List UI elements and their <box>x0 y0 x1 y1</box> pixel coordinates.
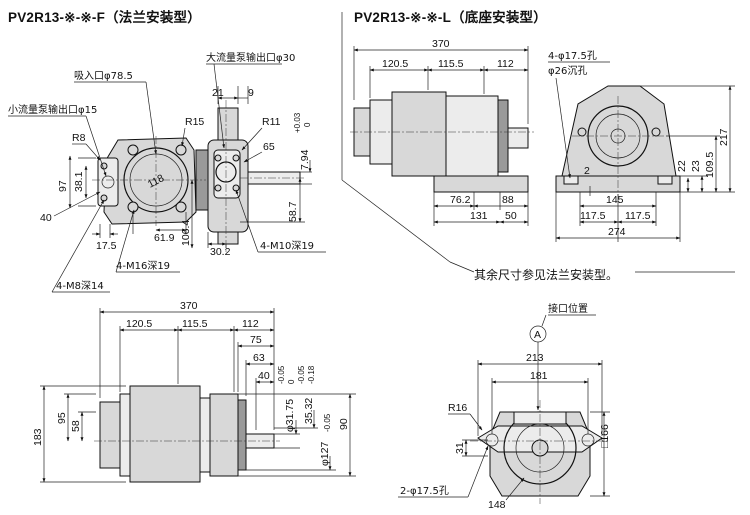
dim-key-tol-a: -0.05 <box>297 365 306 384</box>
dim-tol-zero: 0 <box>303 122 312 127</box>
flange-end-annotations: A 接口位置 213 181 R16 31 □166 2-φ17.5孔 148 <box>398 302 611 511</box>
dim-17-5: 17.5 <box>96 240 117 252</box>
dim-148: 148 <box>488 499 506 511</box>
dim-21: 21 <box>212 87 224 99</box>
dim-40: 40 <box>40 212 52 224</box>
title-base-mount: PV2R13-※-※-L（底座安装型） <box>354 10 547 25</box>
dim-shaft-tol-b: 0 <box>287 379 296 384</box>
label-m10: 4-M10深19 <box>260 240 314 252</box>
label-port-position: 接口位置 <box>548 302 588 315</box>
label-port-letter: A <box>534 329 541 341</box>
dim-r15: R15 <box>185 116 204 128</box>
dim-2: 2 <box>584 165 590 177</box>
dim-120-5-flange: 120.5 <box>126 318 152 330</box>
dim-61-9: 61.9 <box>154 232 175 244</box>
dim-38-1: 38.1 <box>73 171 85 192</box>
dim-75: 75 <box>250 334 262 346</box>
dim-tol-plus: +0.03 <box>293 112 302 133</box>
label-end-holes: 2-φ17.5孔 <box>400 485 449 497</box>
dim-9: 9 <box>248 87 254 99</box>
flange-side-view <box>94 385 280 483</box>
dim-spigot-tol: -0.05 <box>323 413 332 432</box>
title-flange-mount: PV2R13-※-※-F（法兰安装型） <box>8 10 201 25</box>
dim-50: 50 <box>505 210 517 222</box>
dim-370-base: 370 <box>432 38 450 50</box>
base-front-annotations: 4-φ17.5孔 φ26沉孔 145 117.5 117.5 274 2 217… <box>548 50 735 242</box>
base-side-view <box>350 91 534 193</box>
dim-145: 145 <box>606 194 624 206</box>
dim-key: 35.32 <box>303 398 315 424</box>
dim-115-5-base: 115.5 <box>438 58 464 70</box>
flange-end-view <box>470 400 610 504</box>
dim-106-4: 106.4 <box>180 220 192 246</box>
dim-166-square: □166 <box>599 424 611 448</box>
dim-183: 183 <box>32 428 44 446</box>
dim-95: 95 <box>56 412 68 424</box>
base-front-view <box>555 85 681 196</box>
dim-shaft-tol-a: -0.05 <box>277 365 286 384</box>
label-m8: 4-M8深14 <box>56 280 104 292</box>
base-side-annotations: 370 120.5 115.5 112 76.2 88 131 50 <box>353 38 529 226</box>
dim-370-flange: 370 <box>180 300 198 312</box>
dim-112-flange: 112 <box>242 318 259 330</box>
label-small-outlet: 小流量泵输出口φ15 <box>8 103 97 116</box>
dim-spigot-dia: φ127 <box>319 442 331 466</box>
dim-58: 58 <box>70 420 82 432</box>
dim-181: 181 <box>530 370 548 382</box>
label-inlet: 吸入口φ78.5 <box>74 71 133 82</box>
dim-90: 90 <box>338 418 350 430</box>
label-base-holes: 4-φ17.5孔 <box>548 50 597 62</box>
dim-r16: R16 <box>448 402 467 414</box>
dim-109-5: 109.5 <box>704 152 716 178</box>
dim-117-5-right: 117.5 <box>625 210 651 222</box>
separator-lines <box>341 12 735 273</box>
dim-88: 88 <box>502 194 514 206</box>
dim-112-base: 112 <box>497 58 514 70</box>
dim-115-5-flange: 115.5 <box>182 318 208 330</box>
dim-120-5-base: 120.5 <box>382 58 408 70</box>
label-big-outlet: 大流量泵输出口φ30 <box>206 51 295 64</box>
dim-31: 31 <box>454 442 466 454</box>
note-other-dimensions: 其余尺寸参见法兰安装型。 <box>474 268 619 282</box>
dim-58-7: 58.7 <box>287 201 299 222</box>
dim-131: 131 <box>470 210 488 222</box>
dim-63: 63 <box>253 352 265 364</box>
dim-65: 65 <box>263 141 275 153</box>
dim-30-2: 30.2 <box>210 246 231 258</box>
label-counterbore: φ26沉孔 <box>548 64 587 77</box>
dim-7-94: 7.94 <box>299 149 311 170</box>
dim-217: 217 <box>718 128 730 146</box>
dim-key-tol-b: -0.18 <box>307 365 316 384</box>
dim-274: 274 <box>608 226 626 238</box>
dim-23: 23 <box>690 160 702 172</box>
dim-40-flange: 40 <box>258 370 270 382</box>
flange-side-annotations: 370 120.5 115.5 112 75 63 40 183 95 58 9… <box>32 300 356 483</box>
dim-r11: R11 <box>262 116 281 128</box>
flange-front-annotations: 大流量泵输出口φ30 吸入口φ78.5 小流量泵输出口φ15 R8 R15 R1… <box>8 51 326 293</box>
dim-22: 22 <box>676 160 688 172</box>
dim-shaft-dia: φ31.75 <box>284 399 296 432</box>
flange-front-view <box>92 100 306 252</box>
dim-97: 97 <box>57 180 69 192</box>
dim-213: 213 <box>526 352 544 364</box>
label-m16: 4-M16深19 <box>116 260 170 272</box>
dim-76-2: 76.2 <box>450 194 471 206</box>
dim-117-5-left: 117.5 <box>580 210 606 222</box>
dim-r8: R8 <box>72 132 86 144</box>
